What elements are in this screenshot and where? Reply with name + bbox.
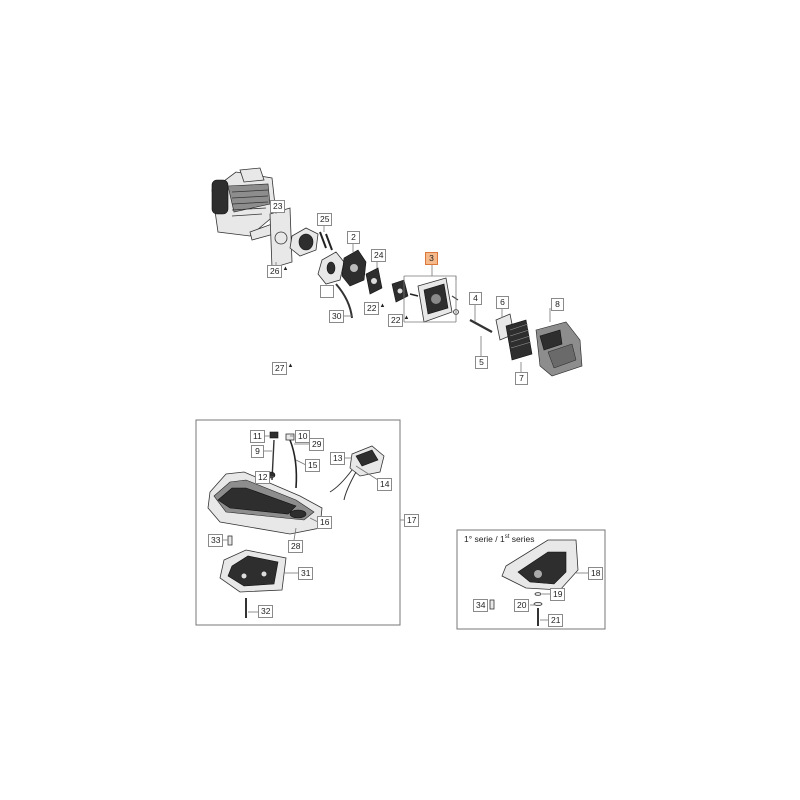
cylinder-part	[211, 167, 277, 241]
callout-24: 24	[371, 249, 387, 262]
callout-9: 9	[251, 445, 264, 458]
callout-4: 4	[469, 292, 482, 305]
callout-5: 5	[475, 356, 488, 369]
callout-10: 10	[295, 430, 311, 443]
fuel-tank-group-box	[195, 419, 401, 626]
first-series-caption: 1° serie / 1st series	[464, 532, 534, 545]
callout-29: 29	[309, 438, 325, 451]
carburetor-gasket-part	[365, 267, 383, 295]
callout-27: 27	[272, 361, 294, 375]
callout-22-a: 22	[364, 301, 386, 315]
callout-8: 8	[551, 298, 564, 311]
tank-base-part	[219, 549, 287, 593]
callout-7: 7	[515, 372, 528, 385]
screw-part	[319, 231, 333, 251]
callout-20: 20	[514, 599, 530, 612]
callout-21: 21	[548, 614, 564, 627]
fuel-hose-assembly-part	[266, 431, 298, 489]
callout-3-highlighted: 3	[425, 252, 438, 265]
callout-2: 2	[347, 231, 360, 244]
adapter-part	[317, 251, 345, 285]
callout-14: 14	[377, 478, 393, 491]
bracket-leader-lines	[530, 572, 588, 621]
callout-26: 26	[267, 264, 289, 278]
upper-leader-lines	[275, 208, 551, 372]
callout-18: 18	[588, 567, 604, 580]
first-series-caption-prefix: 1° serie / 1	[464, 533, 505, 544]
tank-leader-lines	[222, 435, 379, 613]
callout-22-b: 22	[388, 313, 410, 327]
callout-19: 19	[550, 588, 566, 601]
air-filter-base-part	[409, 277, 459, 323]
gasket-part	[269, 207, 293, 269]
first-series-box	[456, 529, 606, 630]
spacer-part	[391, 279, 409, 303]
callout-33: 33	[208, 534, 224, 547]
tank-clip-part	[227, 535, 233, 546]
callout-13: 13	[330, 452, 346, 465]
first-series-caption-sup: st	[504, 534, 510, 540]
callout-12: 12	[255, 471, 271, 484]
air-filter-part	[495, 313, 533, 361]
callout-34: 34	[473, 599, 489, 612]
air-filter-cover-part	[535, 321, 583, 377]
bolt-part	[469, 318, 493, 334]
callout-17: 17	[404, 514, 420, 527]
primer-pump-part	[329, 445, 385, 501]
intake-manifold-part	[289, 227, 319, 257]
callout-31: 31	[298, 567, 314, 580]
callout-16: 16	[317, 516, 333, 529]
callout-23: 23	[270, 200, 286, 213]
callout-32: 32	[258, 605, 274, 618]
carburetor-part	[341, 249, 367, 287]
callout-25: 25	[317, 213, 333, 226]
handle-bracket-part	[501, 539, 579, 591]
callout-6: 6	[496, 296, 509, 309]
first-series-caption-suffix: series	[509, 533, 535, 544]
callout-15: 15	[305, 459, 321, 472]
fuel-hose-part	[335, 283, 353, 319]
callout-11: 11	[250, 430, 265, 443]
callout-adapter-arrow	[320, 285, 334, 298]
callout-28: 28	[288, 540, 304, 553]
callout-30: 30	[329, 310, 345, 323]
